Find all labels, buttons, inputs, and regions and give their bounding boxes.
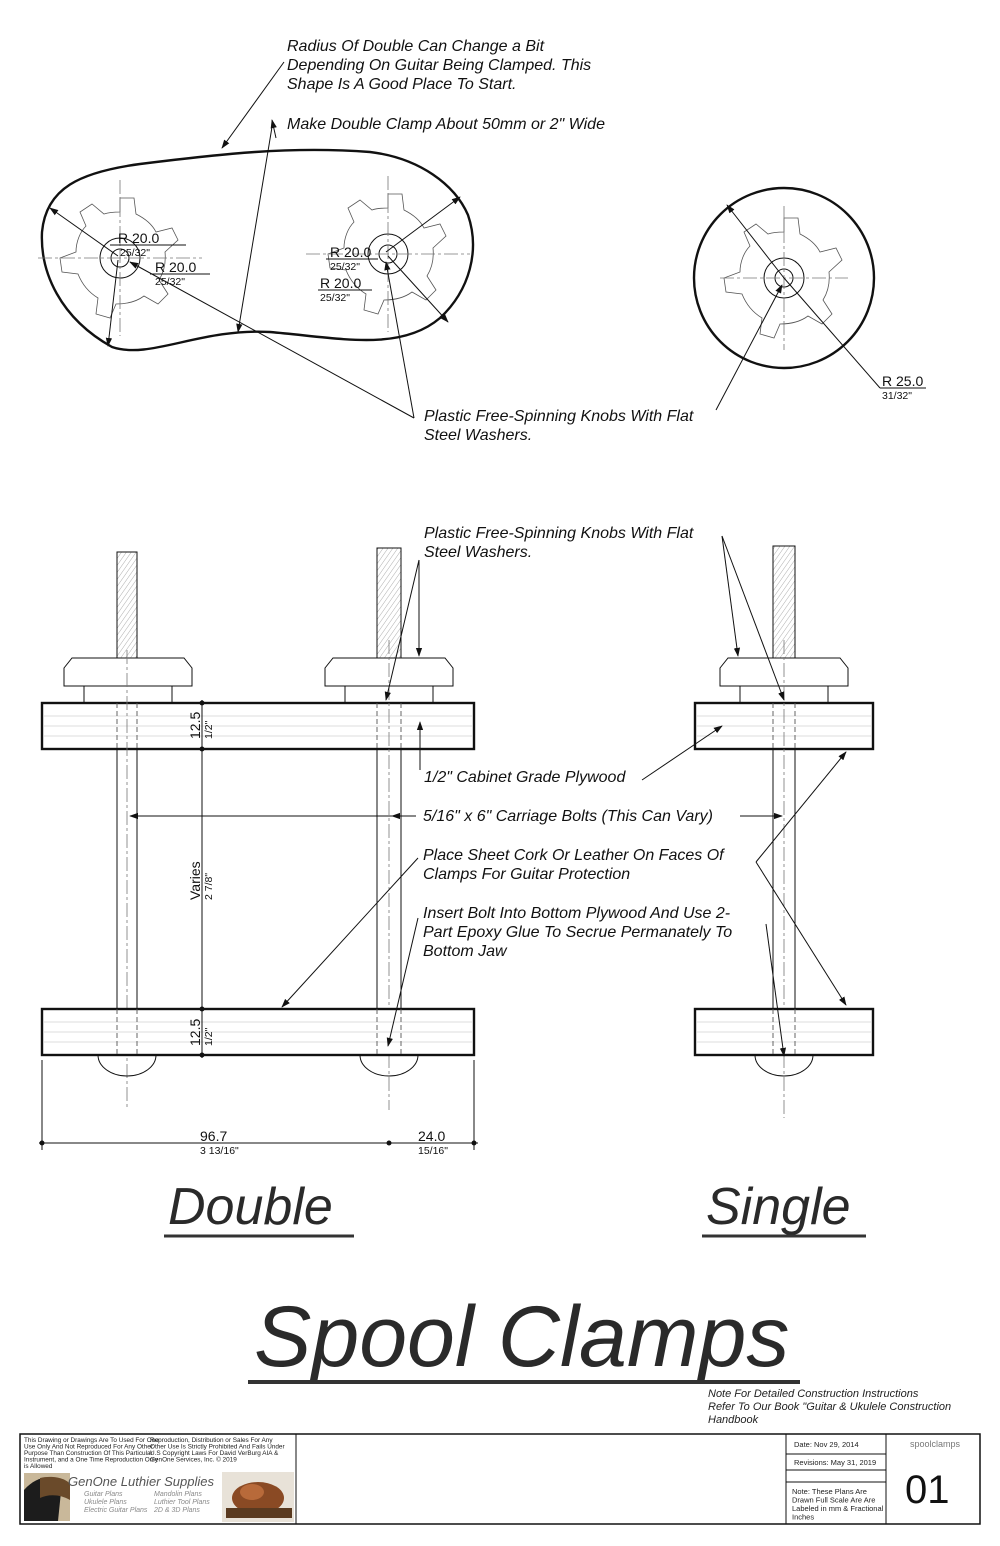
edge-distance-in: 15/16"	[418, 1145, 448, 1157]
brand-photo-left	[24, 1473, 70, 1521]
product-line: Luthier Tool Plans	[154, 1499, 210, 1506]
radius-note-line-2: Depending On Guitar Being Clamped. This	[287, 57, 591, 74]
legal-line: This Drawing or Drawings Are To Used For…	[24, 1437, 159, 1444]
double-radius-4-mm: R 20.0	[320, 275, 361, 291]
double-label: Double	[168, 1178, 333, 1236]
legal-line: Purpose Than Construction Of This Partic…	[24, 1450, 154, 1457]
double-clamp-side-view: 12.5 1/2" 12.5 1/2" Varies 2 7/8" 96.7 3…	[39, 547, 478, 1157]
legal-line: Instrument, and a One Time Reproduction …	[24, 1457, 159, 1464]
top-jaw-thickness-mm: 12.5	[187, 712, 203, 739]
product-line: Guitar Plans	[84, 1491, 123, 1498]
single-radius-in: 31/32"	[882, 390, 912, 402]
bottom-jaw-thickness-mm: 12.5	[187, 1019, 203, 1046]
scale-note-line: Labeled in mm & Fractional	[792, 1504, 884, 1513]
product-line: Ukulele Plans	[84, 1499, 127, 1506]
brand-name: GenOne Luthier Supplies	[68, 1474, 214, 1489]
double-radius-3-mm: R 20.0	[330, 244, 371, 260]
top-jaw-thickness-in: 1/2"	[203, 720, 215, 739]
legal-line: Other Use Is Strictly Prohibited And Fai…	[150, 1444, 285, 1451]
double-radius-2-mm: R 20.0	[155, 259, 196, 275]
single-radius-mm: R 25.0	[882, 373, 923, 389]
product-line: Mandolin Plans	[154, 1491, 202, 1498]
bolt-spacing-in: 3 13/16"	[200, 1145, 239, 1157]
legal-line: GenOne Services, Inc. © 2019	[150, 1456, 237, 1464]
knobs-top-note-line-1: Plastic Free-Spinning Knobs With Flat	[424, 408, 694, 425]
legal-text-col-2: Reproduction, Distribution or Sales For …	[150, 1437, 285, 1464]
legal-line: Reproduction, Distribution or Sales For …	[150, 1437, 273, 1444]
double-radius-4-in: 25/32"	[320, 292, 350, 304]
product-line: 2D & 3D Plans	[153, 1507, 200, 1514]
legal-line: Use Only And Not Reproduced For Any Othe…	[24, 1444, 154, 1451]
radius-note-line-1: Radius Of Double Can Change a Bit	[287, 38, 545, 55]
sheet-number: 01	[905, 1468, 950, 1512]
double-radius-1-in: 25/32"	[120, 247, 150, 259]
double-radius-3-in: 25/32"	[330, 261, 360, 273]
jaw-gap-label: Varies	[187, 861, 203, 900]
double-radius-2-in: 25/32"	[155, 276, 185, 288]
single-clamp-side-view	[693, 545, 875, 1118]
book-note-line-2: Refer To Our Book "Guitar & Ukulele Cons…	[708, 1401, 951, 1413]
scale-note-line: Inches	[792, 1513, 814, 1522]
legal-text-col-1: This Drawing or Drawings Are To Used For…	[24, 1437, 159, 1470]
cork-note-line-2: Clamps For Guitar Protection	[423, 866, 630, 883]
legal-line: is Allowed	[24, 1463, 53, 1470]
side-view-leaders	[129, 535, 847, 1057]
drawing-date: Date: Nov 29, 2014	[794, 1440, 859, 1449]
jaw-gap-in: 2 7/8"	[203, 873, 215, 900]
epoxy-note-line-2: Part Epoxy Glue To Secrue Permanately To	[423, 924, 732, 941]
product-line: Electric Guitar Plans	[84, 1507, 148, 1514]
edge-distance-mm: 24.0	[418, 1128, 445, 1144]
title-block: This Drawing or Drawings Are To Used For…	[19, 1433, 981, 1525]
sheet-name: spoolclamps	[910, 1439, 961, 1449]
plywood-note: 1/2" Cabinet Grade Plywood	[424, 769, 626, 786]
double-clamp-top-view: R 20.0 25/32" R 20.0 25/32" R 20.0 25/32…	[38, 61, 475, 419]
double-radius-1-mm: R 20.0	[118, 230, 159, 246]
book-note-line-3: Handbook	[708, 1414, 759, 1426]
bolts-note: 5/16" x 6" Carriage Bolts (This Can Vary…	[423, 808, 713, 825]
knobs-side-note-line-2: Steel Washers.	[424, 544, 532, 561]
scale-note-line: Note: These Plans Are	[792, 1487, 867, 1496]
bottom-jaw-thickness-in: 1/2"	[203, 1027, 215, 1046]
legal-line: U.S Copyright Laws For David VerBurg AIA…	[150, 1450, 279, 1457]
single-label: Single	[706, 1178, 851, 1236]
bolt-spacing-mm: 96.7	[200, 1128, 227, 1144]
cork-note-line-1: Place Sheet Cork Or Leather On Faces Of	[423, 847, 725, 864]
width-note: Make Double Clamp About 50mm or 2" Wide	[287, 116, 605, 133]
drawing-title: Spool Clamps	[254, 1289, 789, 1385]
revision-date: Revisions: May 31, 2019	[794, 1458, 876, 1467]
brand-photo-right	[222, 1472, 294, 1522]
knobs-side-note-line-1: Plastic Free-Spinning Knobs With Flat	[424, 525, 694, 542]
scale-note-line: Drawn Full Scale Are Are	[792, 1496, 875, 1505]
epoxy-note-line-3: Bottom Jaw	[423, 943, 508, 960]
book-note-line-1: Note For Detailed Construction Instructi…	[708, 1388, 919, 1400]
epoxy-note-line-1: Insert Bolt Into Bottom Plywood And Use …	[423, 905, 730, 922]
single-clamp-top-view: R 25.0 31/32"	[692, 186, 926, 411]
radius-note-line-3: Shape Is A Good Place To Start.	[287, 76, 516, 93]
knobs-top-note-line-2: Steel Washers.	[424, 427, 532, 444]
